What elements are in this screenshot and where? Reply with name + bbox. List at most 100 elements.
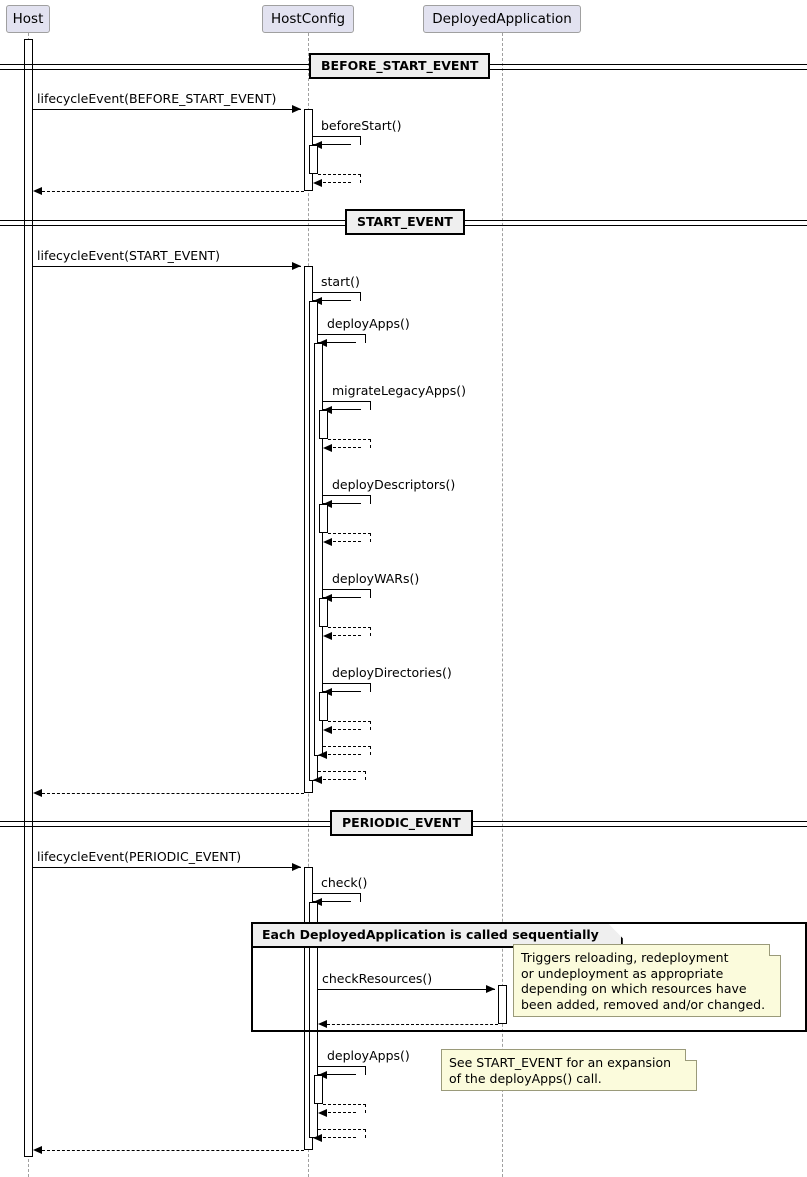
message-arrow-m23 [318, 1070, 327, 1079]
message-arrow-m11 [323, 537, 332, 546]
message-label-m10: deployDescriptors() [332, 477, 456, 492]
message-self-m11 [328, 533, 371, 542]
message-arrow-m18 [33, 788, 42, 797]
message-self-m13 [328, 627, 371, 636]
participant-host-label: Host [12, 11, 44, 27]
message-arrow-m22 [318, 1019, 327, 1028]
self-msg-top [328, 721, 371, 722]
self-msg-bottom [323, 409, 361, 410]
note-fold-corner [769, 944, 781, 956]
message-label-m6: start() [321, 274, 360, 289]
self-msg-bottom [328, 635, 361, 636]
self-msg-top [318, 771, 366, 772]
participant-deployedapplication[interactable]: DeployedApplication [423, 5, 581, 33]
message-arrow-m8 [323, 405, 332, 414]
self-msg-top [323, 495, 371, 496]
divider-periodic-event-label: PERIODIC_EVENT [330, 810, 473, 836]
message-self-m20 [313, 893, 361, 902]
message-self-m25 [318, 1129, 366, 1138]
self-msg-top [318, 174, 361, 175]
self-msg-right [365, 771, 366, 780]
message-arrow-m10 [323, 499, 332, 508]
message-arrow-m4 [33, 186, 42, 195]
self-msg-right [360, 174, 361, 183]
activation-deployedapplication-checkresources [498, 985, 507, 1024]
self-msg-top [318, 334, 366, 335]
self-msg-right [365, 1066, 366, 1075]
message-arrow-m9 [323, 443, 332, 452]
message-label-m21: checkResources() [322, 971, 433, 986]
self-msg-right [370, 721, 371, 730]
message-arrow-m25 [313, 1133, 322, 1142]
message-arrow-m2 [313, 140, 322, 149]
self-msg-bottom [328, 541, 361, 542]
message-arrow-m20 [313, 897, 322, 906]
self-msg-top [328, 627, 371, 628]
self-msg-top [323, 746, 371, 747]
self-msg-right [370, 401, 371, 410]
message-arrow-m12 [323, 593, 332, 602]
message-line-m18 [42, 793, 304, 794]
message-self-m14 [323, 683, 371, 692]
message-self-m23 [318, 1066, 366, 1075]
self-msg-top [318, 1129, 366, 1130]
message-self-m7 [318, 334, 366, 343]
self-msg-right [370, 439, 371, 448]
self-msg-right [365, 1129, 366, 1138]
self-msg-bottom [313, 901, 351, 902]
message-label-m20: check() [321, 875, 368, 890]
message-line-m4 [42, 191, 304, 192]
message-arrow-m21 [486, 984, 495, 993]
note-fold-corner [685, 1049, 697, 1061]
message-line-m5 [33, 266, 301, 267]
message-arrow-m13 [323, 631, 332, 640]
self-msg-top [328, 533, 371, 534]
self-msg-right [360, 136, 361, 145]
message-arrow-m24 [318, 1108, 327, 1117]
message-arrow-m17 [313, 775, 322, 784]
self-msg-bottom [318, 779, 356, 780]
self-msg-bottom [323, 597, 361, 598]
activation-hostconfig-beforestart-inner [309, 145, 318, 174]
self-msg-right [365, 1104, 366, 1113]
note-check-resources: Triggers reloading, redeployment or unde… [513, 944, 781, 1017]
message-line-m19 [33, 867, 301, 868]
note-line: Triggers reloading, redeployment [521, 950, 729, 965]
message-line-m22 [327, 1024, 498, 1025]
self-msg-bottom [328, 447, 361, 448]
message-arrow-m16 [318, 750, 327, 759]
self-msg-bottom [318, 342, 356, 343]
message-arrow-m14 [323, 687, 332, 696]
message-self-m16 [323, 746, 371, 755]
participant-hostconfig-label: HostConfig [270, 11, 346, 27]
self-msg-bottom [328, 729, 361, 730]
message-line-m1 [33, 109, 301, 110]
participant-hostconfig[interactable]: HostConfig [262, 5, 354, 33]
self-msg-right [370, 589, 371, 598]
self-msg-top [313, 893, 361, 894]
lifeline-deployedapplication [502, 33, 503, 1177]
note-deploy-apps: See START_EVENT for an expansion of the … [441, 1049, 697, 1091]
self-msg-top [318, 1066, 366, 1067]
message-self-m15 [328, 721, 371, 730]
self-msg-bottom [323, 691, 361, 692]
self-msg-top [313, 136, 361, 137]
self-msg-top [323, 401, 371, 402]
message-label-m14: deployDirectories() [332, 665, 452, 680]
self-msg-top [323, 1104, 366, 1105]
message-arrow-m19 [292, 862, 301, 871]
message-line-m26 [42, 1150, 304, 1151]
self-msg-bottom [323, 1112, 356, 1113]
message-line-m21 [318, 989, 495, 990]
participant-host[interactable]: Host [6, 5, 50, 33]
self-msg-bottom [318, 1137, 356, 1138]
message-arrow-m15 [323, 725, 332, 734]
participant-deployedapplication-label: DeployedApplication [432, 11, 572, 27]
message-self-m17 [318, 771, 366, 780]
note-line: depending on which resources have [521, 981, 747, 996]
activation-hostconfig-deploywars [319, 598, 328, 627]
activation-hostconfig-deployapps-periodic [314, 1075, 323, 1104]
self-msg-bottom [318, 182, 351, 183]
message-arrow-m3 [313, 178, 322, 187]
self-msg-right [370, 627, 371, 636]
